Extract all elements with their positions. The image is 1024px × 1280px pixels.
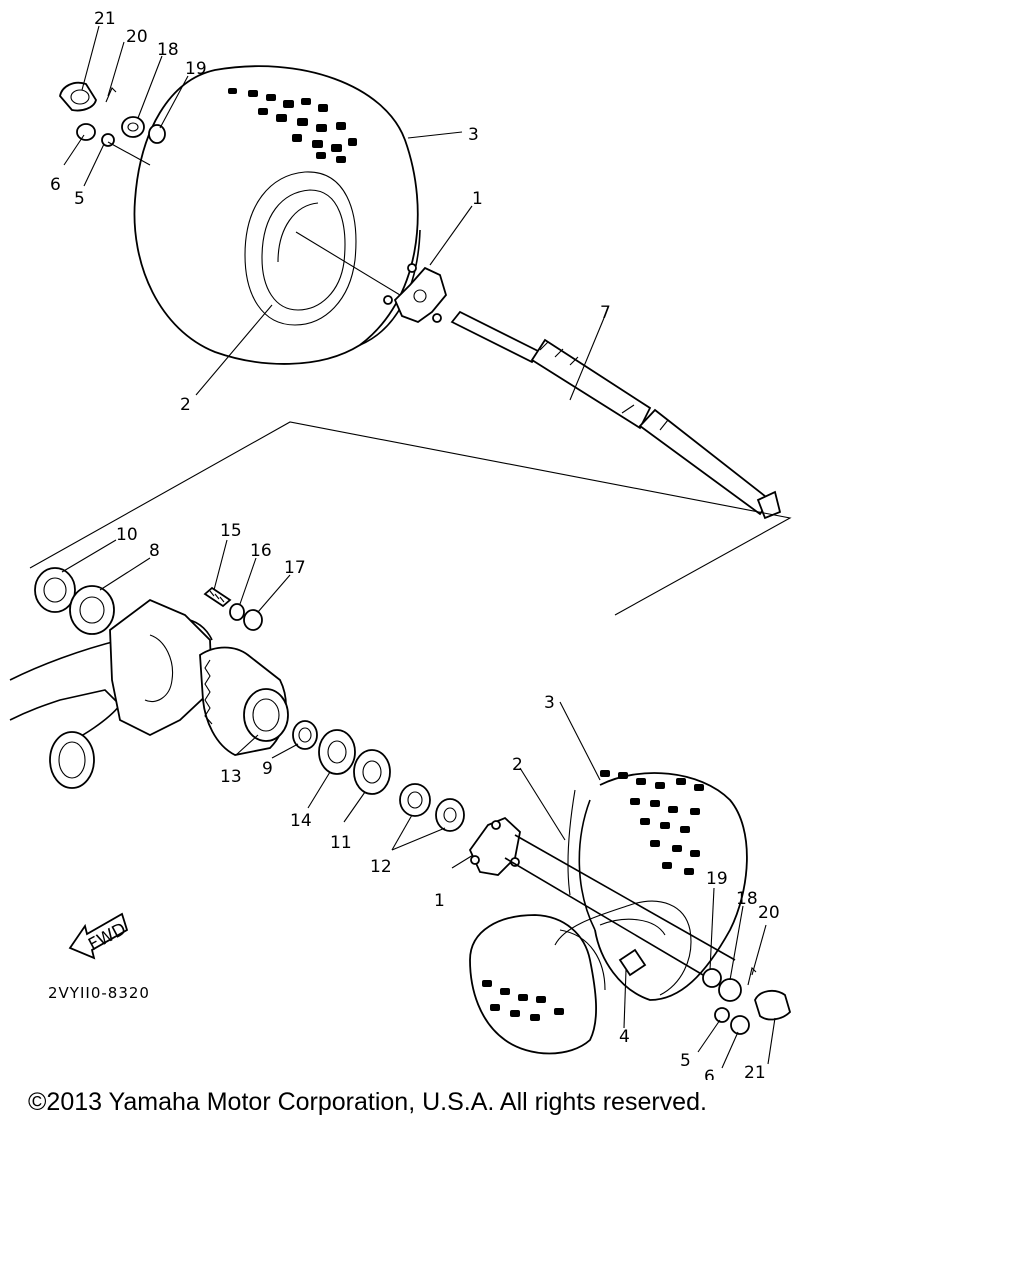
label-1-upper: 1	[472, 189, 483, 209]
label-13: 13	[220, 767, 242, 787]
label-16: 16	[250, 541, 272, 561]
label-21-lower: 21	[744, 1063, 766, 1080]
label-10: 10	[116, 525, 138, 545]
label-11: 11	[330, 833, 352, 853]
label-2-upper: 2	[180, 395, 191, 415]
label-6-lower: 6	[704, 1067, 715, 1080]
label-9: 9	[262, 759, 273, 779]
drawing-code: 2VYII0-8320	[48, 984, 150, 1002]
lower-wheel-leaders	[623, 887, 776, 1069]
label-18-upper: 18	[157, 40, 179, 60]
fwd-arrow-icon: FWD	[68, 912, 130, 960]
label-5-upper: 5	[74, 189, 85, 209]
label-15: 15	[220, 521, 242, 541]
bearing-spacer-stack	[292, 720, 465, 832]
upper-leaders	[63, 25, 605, 401]
copyright-notice: ©2013 Yamaha Motor Corporation, U.S.A. A…	[28, 1088, 707, 1116]
label-5-lower: 5	[680, 1051, 691, 1071]
label-3-lower: 3	[544, 693, 555, 713]
swingarm-section	[9, 598, 289, 789]
lower-hub	[468, 816, 736, 986]
label-2-lower: 2	[512, 755, 523, 775]
label-1-lower: 1	[434, 891, 445, 911]
seal-and-bearing	[34, 567, 115, 635]
rear-axle	[450, 310, 782, 520]
label-7: 7	[600, 303, 611, 323]
label-20-upper: 20	[126, 27, 148, 47]
upper-fasteners	[59, 81, 166, 147]
parts-diagram: FWD 21 20 18 19 6 5 3 1 2 7 10 8 15 16 1…	[9, 9, 792, 1080]
label-3-upper: 3	[468, 125, 479, 145]
label-21-upper: 21	[94, 9, 116, 29]
label-4: 4	[619, 1027, 630, 1047]
label-19-lower: 19	[706, 869, 728, 889]
label-6-upper: 6	[50, 175, 61, 195]
label-18-lower: 18	[736, 889, 758, 909]
label-19-upper: 19	[185, 59, 207, 79]
label-8: 8	[149, 541, 160, 561]
upper-hub	[383, 263, 448, 324]
label-14: 14	[290, 811, 312, 831]
lower-fasteners	[702, 966, 792, 1035]
upper-wheel-tire	[133, 65, 421, 365]
label-17: 17	[284, 558, 306, 578]
label-20-lower: 20	[758, 903, 780, 923]
stud-washer-nut	[203, 586, 263, 631]
label-12: 12	[370, 857, 392, 877]
lower-leaders	[61, 539, 601, 869]
assembly-outline	[29, 421, 792, 616]
callout-labels: 21 20 18 19 6 5 3 1 2 7 10 8 15 16 17 13…	[50, 9, 780, 1080]
lower-wheel-tire	[469, 770, 748, 1055]
